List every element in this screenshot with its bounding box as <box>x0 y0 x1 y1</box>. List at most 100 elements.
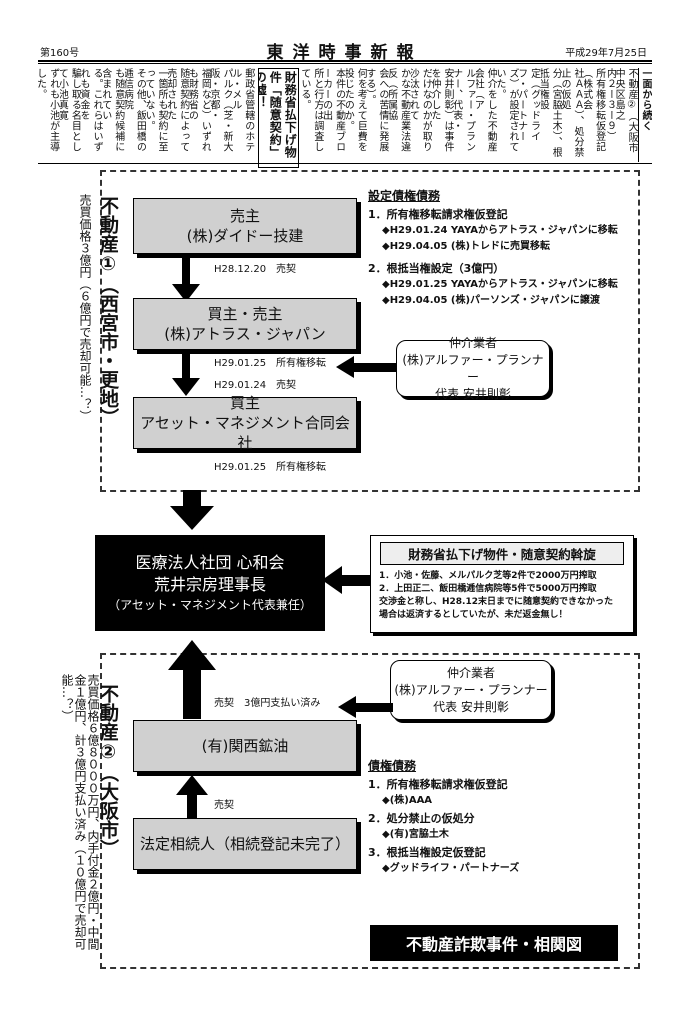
article-column: ずれも小池が主導した。 <box>38 68 59 152</box>
broker1-title: 仲介業者 <box>448 335 497 350</box>
property2-rights: 債権債務 1．所有権移転請求権仮登記 ◆(株)AAA 2．処分禁止の仮処分 ◆(… <box>368 758 519 877</box>
finance-line4: 場合は返済するとしていたが、未だ返金無し！ <box>379 610 568 620</box>
article-column: 分（宮脇土木）、根抵当権設 <box>540 68 562 158</box>
arrow-asset-to-center <box>183 490 201 508</box>
article-column: 随意契約によって売却された <box>168 68 189 152</box>
finance-box: 財務省払下げ物件・随意契約斡旋 1．小池・佐藤、メルパルク芝等2件で2000万円… <box>370 535 634 633</box>
property1-note: 売買価格３億円（６億円で売却可能…？） <box>78 194 92 422</box>
center-entity-box: 医療法人社団 心和会 荒井宗房理事長 （アセット・マネジメント代表兼任） <box>95 535 325 631</box>
asset-box: 買主 アセット・マネジメント合同会社 <box>133 394 357 452</box>
rights1-item-sub: ◆H29.04.05 (株)トレドに売買移転 <box>382 241 551 252</box>
broker2-title: 仲介業者 <box>446 665 495 680</box>
rights1-item-sub: ◆H29.04.05 (株)パーソンズ・ジャパンに譲渡 <box>382 295 600 306</box>
finance-line3: 交渉金と称し、H28.12末日までに随意契約できなかった <box>379 597 614 607</box>
arrow-seller-to-atlas <box>182 256 190 286</box>
diagram-caption: 不動産詐欺事件・相関図 <box>370 925 618 961</box>
seller-box: 売主 (株)ダイドー技建 <box>133 198 357 254</box>
arrow-heirs-to-kansai <box>187 794 197 818</box>
article-column: ズ）が設定されていた。 <box>497 68 518 152</box>
center-line3: （アセット・マネジメント代表兼任） <box>108 598 312 612</box>
arrow-head <box>170 506 214 530</box>
article-column: る。これらはいずれも資金を <box>81 68 103 152</box>
arrow-head <box>172 284 200 302</box>
rights2-heading: 債権債務 <box>368 759 417 773</box>
article-column: 仲介をした不動産会社（ア <box>475 68 497 152</box>
atlas-box: 買主・売主 (株)アトラス・ジャパン <box>133 298 357 350</box>
header-rule <box>38 60 652 62</box>
broker1-name: (株)アルファー・プランナー <box>402 352 544 384</box>
article-column: 定（グッドライフ・パートナー <box>518 68 540 142</box>
rights1-item-title: 2．根抵当権設定（3億円） <box>368 262 505 275</box>
contract-label-top: 売契 3億円支払い済み <box>214 698 321 709</box>
article-column: 会への苦情に発展する）。 <box>367 68 388 152</box>
article-column: かな不動産業法違反（所属協 <box>388 68 410 152</box>
rights2-item-title: 2．処分禁止の仮処分 <box>368 812 475 825</box>
finance-title: 財務省払下げ物件・随意契約斡旋 <box>380 542 624 565</box>
property1-title: 不動産①（西宮市・更地） <box>97 196 119 427</box>
issue-number: 第160号 <box>40 48 80 59</box>
rights2-item-sub: ◆(株)AAA <box>382 795 433 806</box>
article-column: 社ＡＡＡ）、処分禁止の仮処 <box>562 68 583 158</box>
contract-label-1: H28.12.20 売契 <box>214 264 297 275</box>
broker1-rep: 代表 安井則彰 <box>435 386 511 401</box>
broker2-name: (株)アルファー・プランナー <box>394 682 548 697</box>
arrow-kansai-to-center <box>183 669 201 719</box>
arrow-atlas-to-asset <box>182 352 190 380</box>
seller-name: (株)ダイドー技建 <box>186 227 304 245</box>
transfer-label-3: H29.01.25 所有権移転 <box>214 462 327 473</box>
property1-rights: 設定債権債務 1．所有権移転請求権仮登記 ◆H29.01.24 YAYAからアト… <box>368 188 618 309</box>
broker2-box: 仲介業者 (株)アルファー・プランナー 代表 安井則彰 <box>390 660 552 720</box>
arrow-finance-to-center <box>340 575 372 586</box>
transfer-label-2: H29.01.25 所有権移転 <box>214 358 327 369</box>
article-column: 騙し取る名目として小池真寛 <box>59 68 81 152</box>
finance-line2: 2．上田正二、飯田橋逓信病院等5件で5000万円搾取 <box>379 584 597 594</box>
article-column: 不動産②（大阪市中央区島之 <box>616 68 638 153</box>
arrow-head <box>336 356 354 378</box>
article-text: 一面から続く 不動産②（大阪市中央区島之 内２ー３ー９） 所有権移転仮登記（株式… <box>38 68 652 168</box>
center-line2: 荒井宗房理事長 <box>153 575 266 594</box>
article-column: 安井則彰）は事件を仲介した <box>432 68 453 152</box>
arrow-head <box>338 696 356 718</box>
article-column: 郵政省管轄のホテル・メル <box>233 68 254 152</box>
article-column: 所有権移転仮登記（株式会 <box>583 68 605 152</box>
asset-role: 買主 <box>229 394 260 412</box>
rights2-item-sub: ◆(有)宮脇土木 <box>382 829 449 840</box>
article-column: 何を考えて巨費を投じたのか。 <box>345 68 367 152</box>
article-column: 所と行方は調査している。 <box>302 68 323 152</box>
rights2-item-title: 3．根抵当権設定仮登記 <box>368 846 486 859</box>
property2-title: 不動産②（大阪市） <box>97 684 119 858</box>
article-column: 本件の不動産ブローカーの出 <box>323 68 345 152</box>
arrow-broker-to-chain <box>352 363 397 372</box>
article-divider <box>38 163 652 164</box>
broker1-box: 仲介業者 (株)アルファー・プランナー 代表 安井則彰 <box>396 336 550 401</box>
issue-date: 平成29年7月25日 <box>565 48 647 59</box>
article-column: 一箇所も契約に至っていない。 <box>146 68 168 152</box>
article-column: ルファー・プランナー、代表・ <box>453 68 475 152</box>
seller-role: 売主 <box>229 207 260 225</box>
property2-note: 売買価格６億８０００万円、内手付金２億円・中間金１億円、計３億円支払い済み（１０… <box>60 674 100 950</box>
broker2-rep: 代表 安井則彰 <box>433 699 509 714</box>
rights1-item-sub: ◆H29.01.24 YAYAからアトラス・ジャパンに移転 <box>382 225 618 236</box>
rights1-item-title: 1．所有権移転請求権仮登記 <box>368 208 508 221</box>
property2-group <box>100 653 640 969</box>
heirs-name: 法定相続人（相続登記未完了） <box>139 835 350 853</box>
arrow-head <box>172 378 200 396</box>
article-column: その他、飯田橋の逓信病院 <box>124 68 146 152</box>
arrow-head <box>322 566 342 594</box>
atlas-name: (株)アトラス・ジャパン <box>164 325 326 343</box>
rights1-heading: 設定債権債務 <box>368 189 441 203</box>
arrow-head <box>168 640 216 670</box>
article-column: 福岡など）いずれも財務省の <box>189 68 211 152</box>
article-column: だけなのかが取り沙汰されて <box>410 68 432 152</box>
article-column: も随意契約候補に含まれてい <box>103 68 124 152</box>
heirs-box: 法定相続人（相続登記未完了） <box>133 818 357 870</box>
kansai-box: (有)関西鉱油 <box>133 720 357 772</box>
header-rule-thin <box>38 63 652 64</box>
rights2-item-sub: ◆グッドライフ・パートナーズ <box>382 863 520 874</box>
property1-group <box>100 170 640 492</box>
rights2-item-title: 1．所有権移転請求権仮登記 <box>368 778 508 791</box>
article-column: 内２ー３ー９） <box>605 68 616 142</box>
finance-line1: 1．小池・佐藤、メルパルク芝等2件で2000万円搾取 <box>379 571 597 581</box>
article-column: パルク（芝・新大阪・京都・ <box>211 68 233 152</box>
contract-label-2: H29.01.24 売契 <box>214 380 297 391</box>
